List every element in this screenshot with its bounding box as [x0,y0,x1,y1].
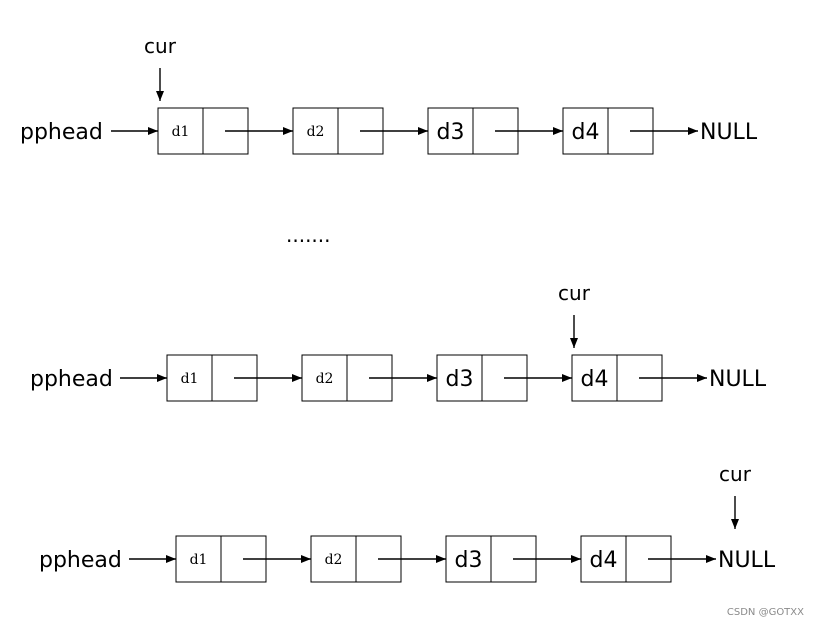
cur-pointer-label: cur [719,462,752,486]
node-label-d1: d1 [190,552,208,568]
node-label-d3: d3 [455,548,483,573]
head-label: pphead [20,120,103,145]
node-label-d2: d2 [325,552,343,568]
node-label-d1: d1 [181,371,199,387]
list-row-1: pphead d1 d2 d3 d4 NULL cur [20,34,758,155]
node-label-d3: d3 [446,367,474,392]
null-label: NULL [700,120,758,145]
watermark: CSDN @GOTXX [726,607,804,618]
head-label: pphead [39,548,122,573]
list-row-2: pphead d1 d2 d3 d4 NULL cur [30,281,767,402]
null-label: NULL [709,367,767,392]
node-label-d4: d4 [581,367,609,392]
ellipsis-text: ....... [286,223,331,247]
node-label-d3: d3 [437,120,465,145]
node-label-d2: d2 [316,371,334,387]
list-row-3: pphead d1 d2 d3 d4 NULL cur [39,462,776,583]
cur-pointer-label: cur [144,34,177,58]
cur-pointer-label: cur [558,281,591,305]
head-label: pphead [30,367,113,392]
node-label-d2: d2 [307,124,325,140]
node-label-d1: d1 [172,124,190,140]
node-label-d4: d4 [590,548,618,573]
null-label: NULL [718,548,776,573]
node-label-d4: d4 [572,120,600,145]
